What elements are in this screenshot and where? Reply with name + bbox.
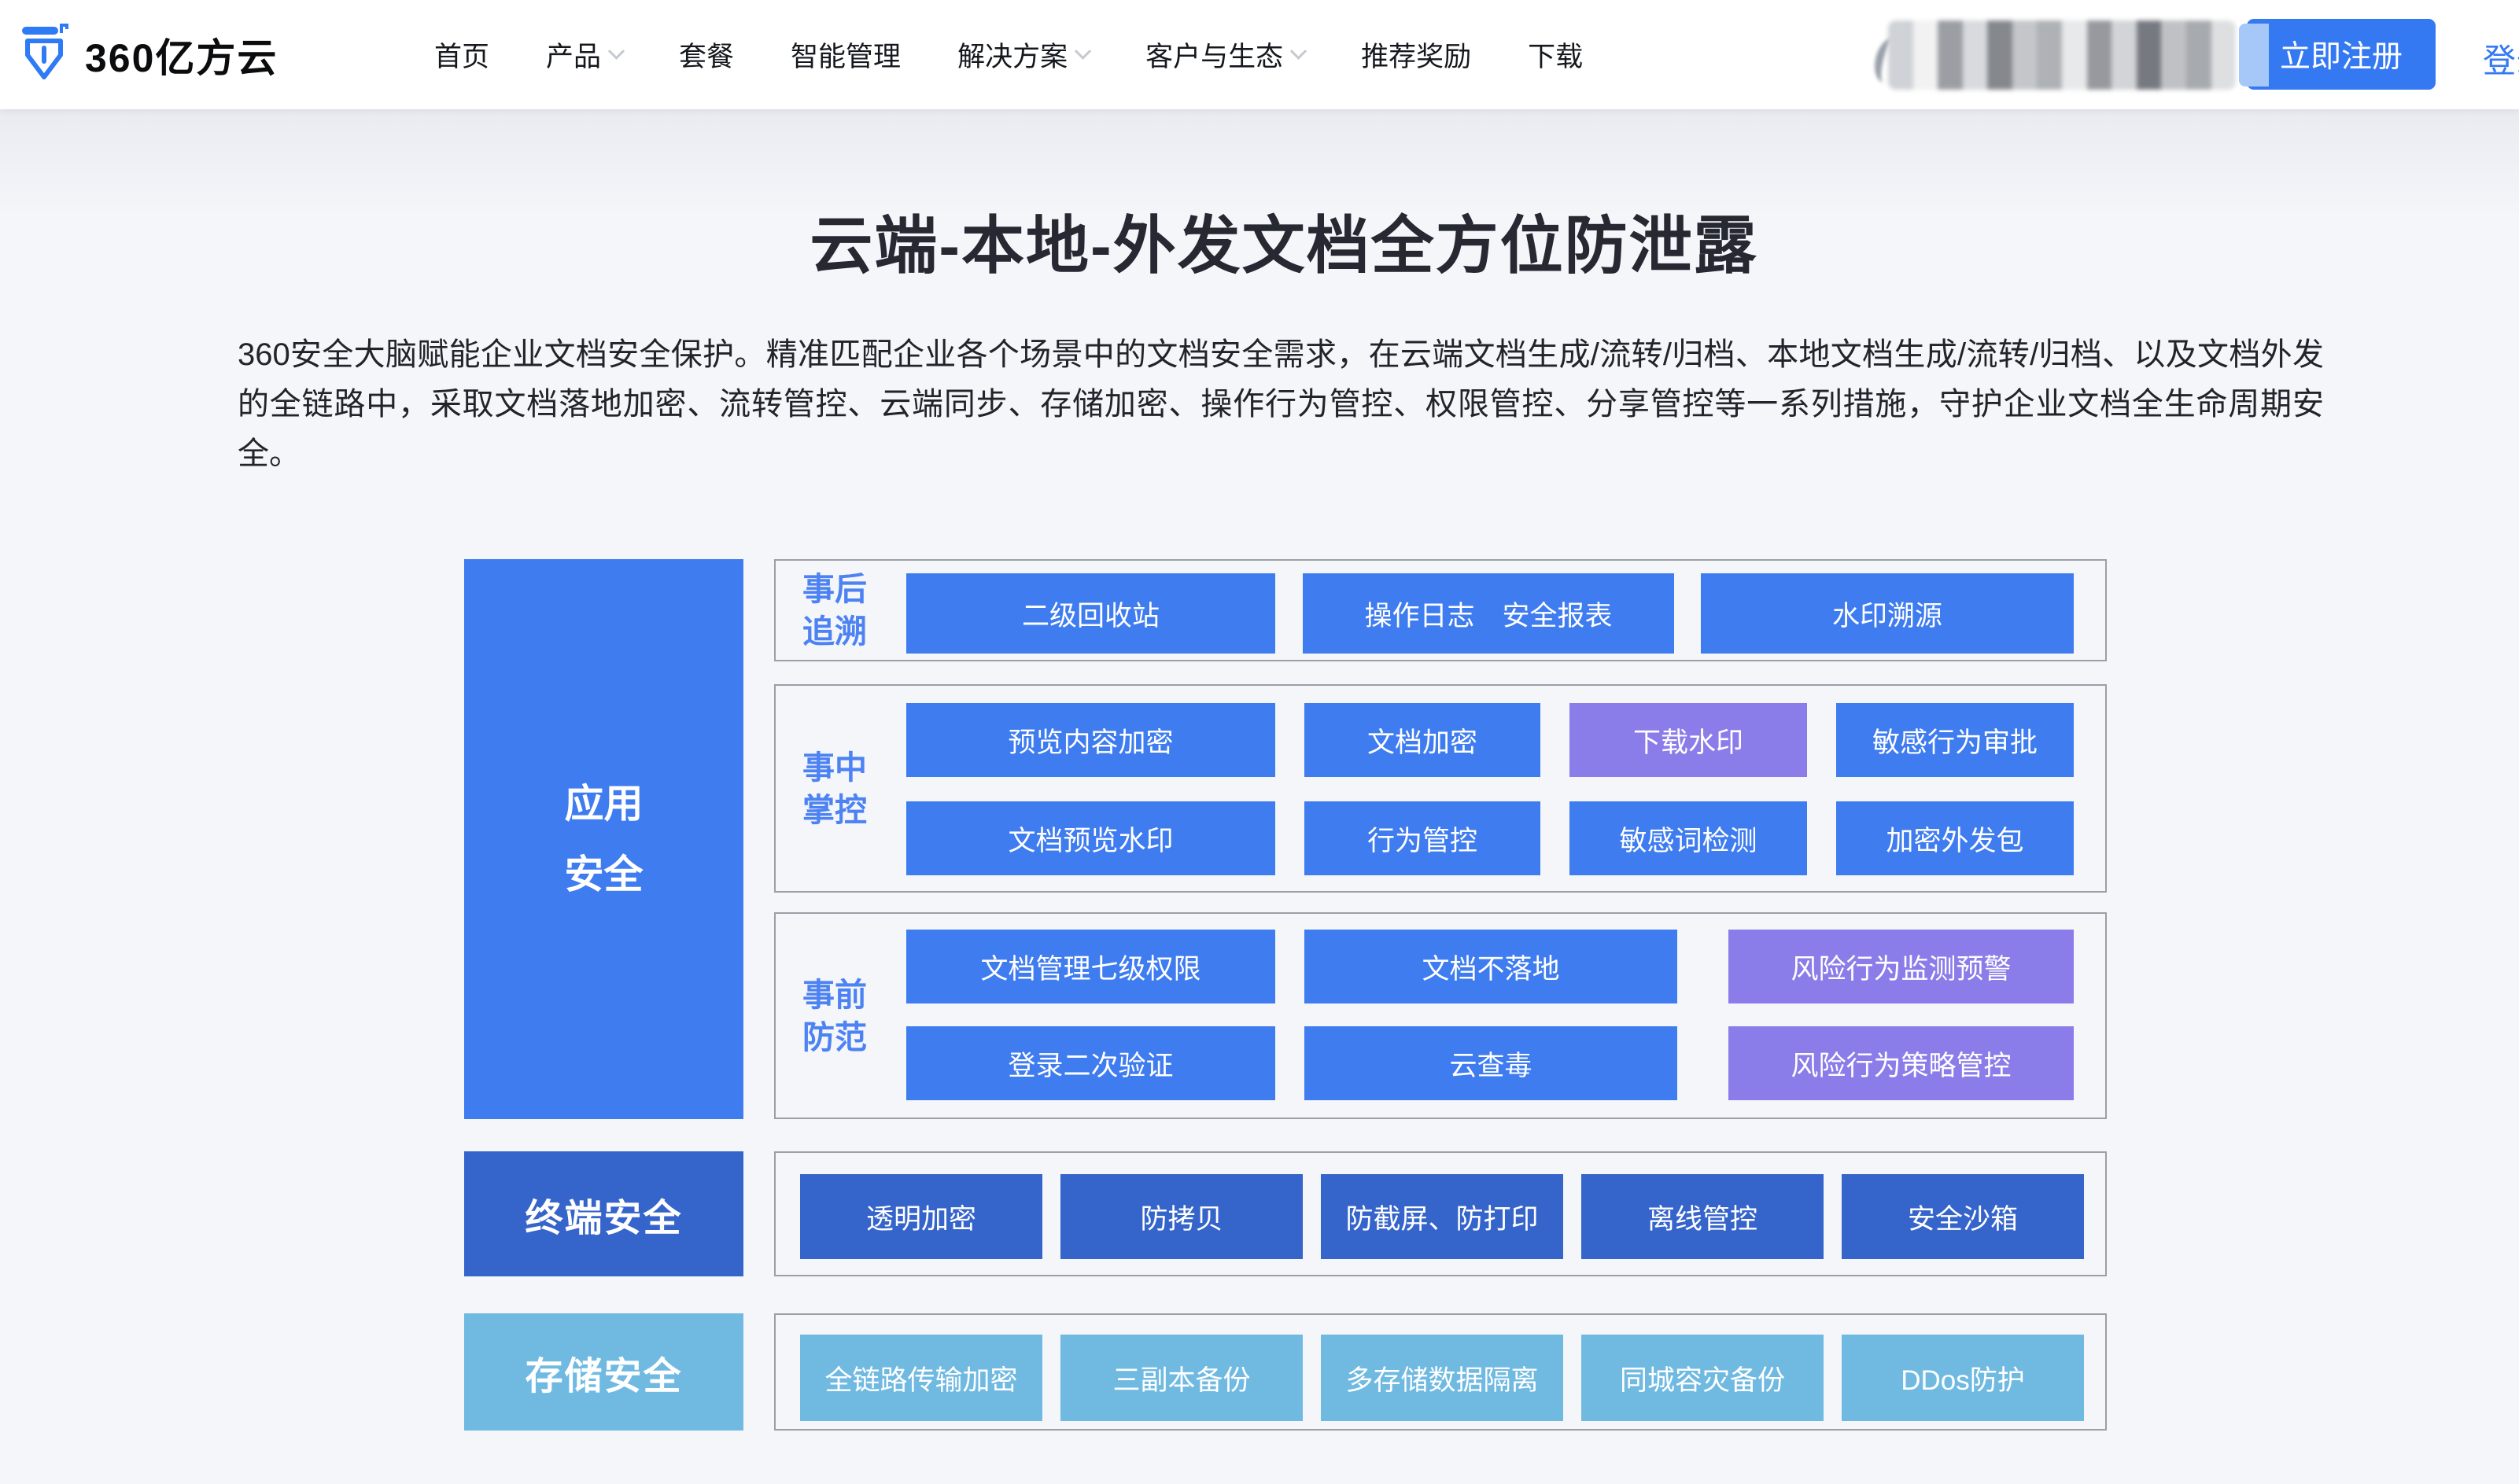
chevron-down-icon (607, 42, 625, 60)
nav-item-home[interactable]: 首页 (434, 35, 489, 75)
nav-item-label: 推荐奖励 (1361, 42, 1472, 72)
feature-tile: 文档不落地 (1304, 930, 1677, 1003)
panel-after-event-tracing: 事后 追溯 二级回收站 操作日志 安全报表 水印溯源 (774, 559, 2107, 661)
panel-terminal-security: 透明加密 防拷贝 防截屏、防打印 离线管控 安全沙箱 (774, 1151, 2107, 1276)
nav-item-label: 首页 (434, 42, 490, 72)
background-gradient (0, 109, 2519, 219)
nav-item-label: 套餐 (679, 42, 735, 72)
nav-item-label: 客户与生态 (1145, 42, 1284, 72)
panel-storage-security: 全链路传输加密 三副本备份 多存储数据隔离 同城容灾备份 DDos防护 (774, 1313, 2107, 1431)
nav-item-referral-rewards[interactable]: 推荐奖励 (1361, 35, 1471, 75)
feature-tile: 预览内容加密 (906, 703, 1275, 777)
feature-tile: 防拷贝 (1060, 1174, 1303, 1259)
nav-item-label: 产品 (546, 42, 602, 72)
nav-item-label: 解决方案 (957, 42, 1068, 72)
feature-tile: 文档预览水印 (906, 801, 1275, 875)
page-description: 360安全大脑赋能企业文档安全保护。精准匹配企业各个场景中的文档安全需求，在云端… (238, 337, 2324, 471)
chevron-down-icon (1289, 42, 1307, 60)
chevron-down-icon (1074, 42, 1092, 60)
category-label-storage-security: 存储安全 (464, 1313, 743, 1431)
feature-tile: 操作日志 安全报表 (1303, 573, 1674, 654)
feature-tile: 透明加密 (800, 1174, 1042, 1259)
nav-links: 首页 产品 套餐 智能管理 解决方案 客户与生态 推荐奖励 下载 (434, 0, 1583, 109)
page-title: 云端-本地-外发文档全方位防泄露 (810, 211, 1758, 281)
section-label-pre-event: 事前 防范 (802, 976, 867, 1055)
nav-item-label: 智能管理 (791, 42, 902, 72)
feature-tile: 云查毒 (1304, 1026, 1677, 1100)
feature-tile: 行为管控 (1304, 801, 1540, 875)
feature-tile: 防截屏、防打印 (1321, 1174, 1563, 1259)
top-nav-bar: 360亿方云 首页 产品 套餐 智能管理 解决方案 客户与生态 推荐奖励 下载 … (0, 0, 2519, 109)
panel-pre-event-prevention: 事前 防范 文档管理七级权限 文档不落地 风险行为监测预警 登录二次验证 云查毒… (774, 912, 2107, 1119)
feature-tile: 下载水印 (1569, 703, 1807, 777)
feature-tile: 风险行为监测预警 (1728, 930, 2074, 1003)
feature-tile: 全链路传输加密 (800, 1335, 1042, 1421)
feature-tile: 安全沙箱 (1842, 1174, 2084, 1259)
category-label-terminal-security: 终端安全 (464, 1151, 743, 1276)
security-architecture-diagram: 应用 安全 终端安全 存储安全 事后 追溯 二级回收站 操作日志 安全报表 水印… (464, 559, 2107, 1432)
category-label-application-security: 应用 安全 (464, 559, 743, 1119)
logo-text: 360亿方云 (85, 35, 278, 80)
feature-tile: 敏感词检测 (1569, 801, 1807, 875)
feature-tile: 文档管理七级权限 (906, 930, 1275, 1003)
register-button[interactable]: 立即注册 (2247, 19, 2436, 90)
logo-icon (17, 22, 71, 88)
feature-tile: 文档加密 (1304, 703, 1540, 777)
blurred-phone-number (1888, 20, 2236, 90)
nav-item-label: 下载 (1528, 42, 1584, 72)
feature-tile: DDos防护 (1842, 1335, 2084, 1421)
feature-tile: 敏感行为审批 (1836, 703, 2074, 777)
nav-item-download[interactable]: 下载 (1528, 35, 1583, 75)
feature-tile: 风险行为策略管控 (1728, 1026, 2074, 1100)
feature-tile: 水印溯源 (1701, 573, 2074, 654)
feature-tile: 三副本备份 (1060, 1335, 1303, 1421)
feature-tile: 同城容灾备份 (1581, 1335, 1824, 1421)
panel-in-process-control: 事中 掌控 预览内容加密 文档加密 下载水印 敏感行为审批 文档预览水印 行为管… (774, 684, 2107, 893)
feature-tile: 登录二次验证 (906, 1026, 1275, 1100)
login-link[interactable]: 登录 (2483, 42, 2519, 79)
feature-tile: 离线管控 (1581, 1174, 1824, 1259)
nav-item-solutions[interactable]: 解决方案 (957, 35, 1092, 75)
section-label-in-process: 事中 掌控 (802, 749, 867, 828)
feature-tile: 多存储数据隔离 (1321, 1335, 1563, 1421)
nav-item-products[interactable]: 产品 (546, 35, 625, 75)
feature-tile: 加密外发包 (1836, 801, 2074, 875)
section-label-after-event: 事后 追溯 (802, 571, 867, 650)
blurred-mosaic-fragment (2239, 24, 2269, 87)
nav-item-smart-management[interactable]: 智能管理 (791, 35, 901, 75)
feature-tile: 二级回收站 (906, 573, 1275, 654)
logo[interactable]: 360亿方云 (17, 0, 278, 109)
nav-item-plans[interactable]: 套餐 (679, 35, 734, 75)
nav-item-customers-ecosystem[interactable]: 客户与生态 (1145, 35, 1307, 75)
